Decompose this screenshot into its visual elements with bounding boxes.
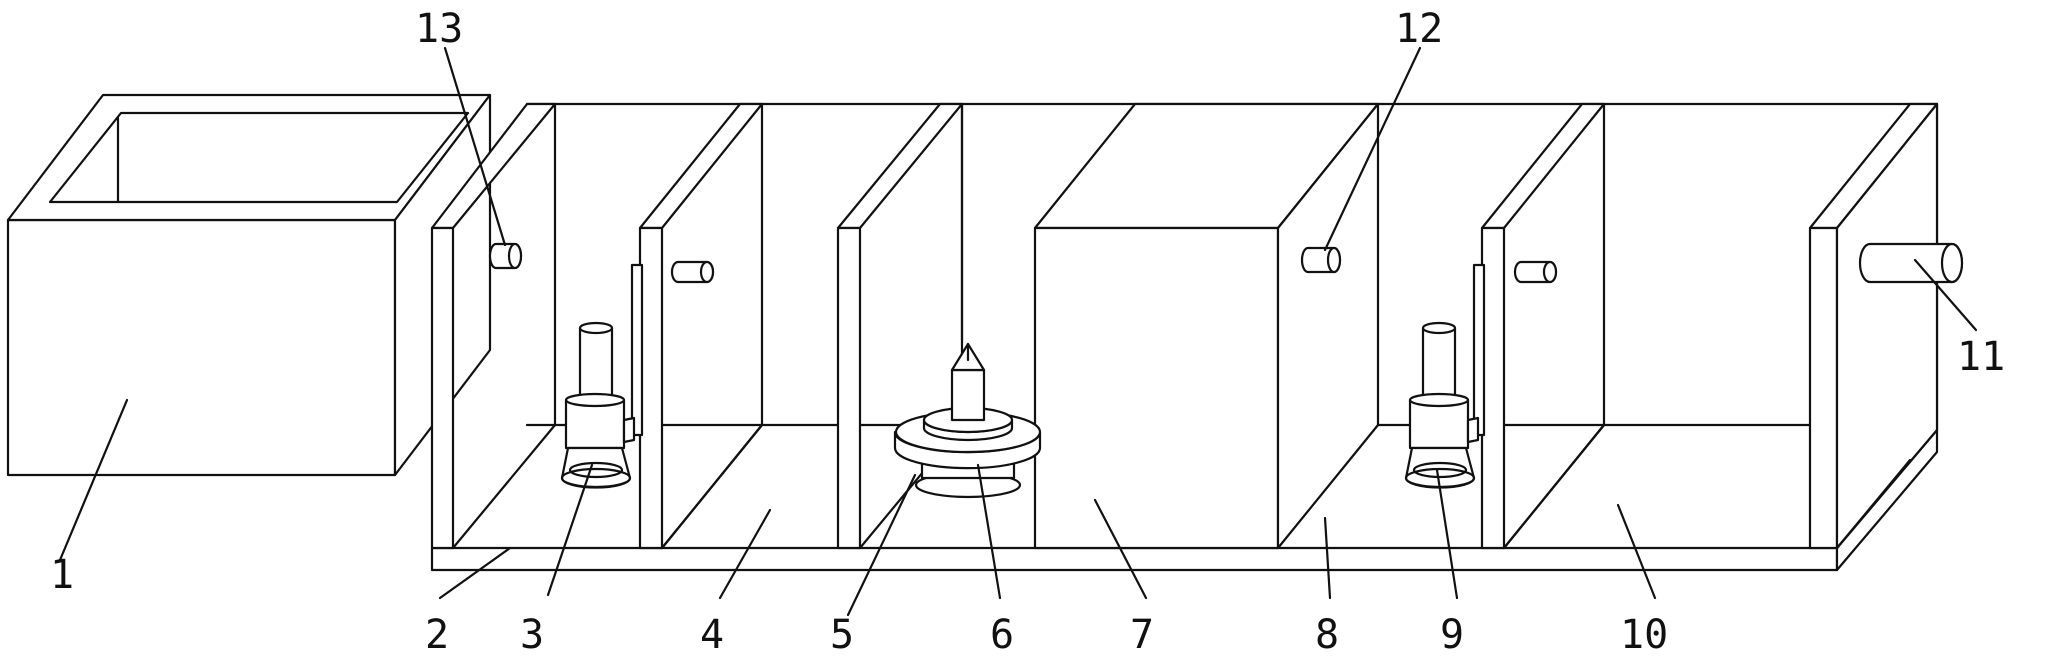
rotor-6 xyxy=(893,102,1042,499)
label-4: 4 xyxy=(700,612,724,658)
reference-numerals: 1 2 3 4 5 6 7 8 9 10 11 12 13 xyxy=(50,6,2005,658)
partition-walls xyxy=(430,102,1939,550)
floor-lines xyxy=(660,423,1912,550)
pipes xyxy=(488,242,1964,284)
leader-lines xyxy=(58,46,1978,617)
label-6: 6 xyxy=(990,612,1014,658)
pump-9 xyxy=(1404,263,1486,489)
label-9: 9 xyxy=(1440,612,1464,658)
label-13: 13 xyxy=(415,6,463,52)
label-10: 10 xyxy=(1620,612,1668,658)
pump-3 xyxy=(560,263,644,489)
label-3: 3 xyxy=(520,612,544,658)
box-1 xyxy=(6,93,492,477)
label-12: 12 xyxy=(1395,6,1443,52)
label-2: 2 xyxy=(425,612,449,658)
label-8: 8 xyxy=(1315,612,1339,658)
label-7: 7 xyxy=(1130,612,1154,658)
label-1: 1 xyxy=(50,552,74,598)
label-11: 11 xyxy=(1957,334,2005,380)
label-5: 5 xyxy=(830,612,854,658)
